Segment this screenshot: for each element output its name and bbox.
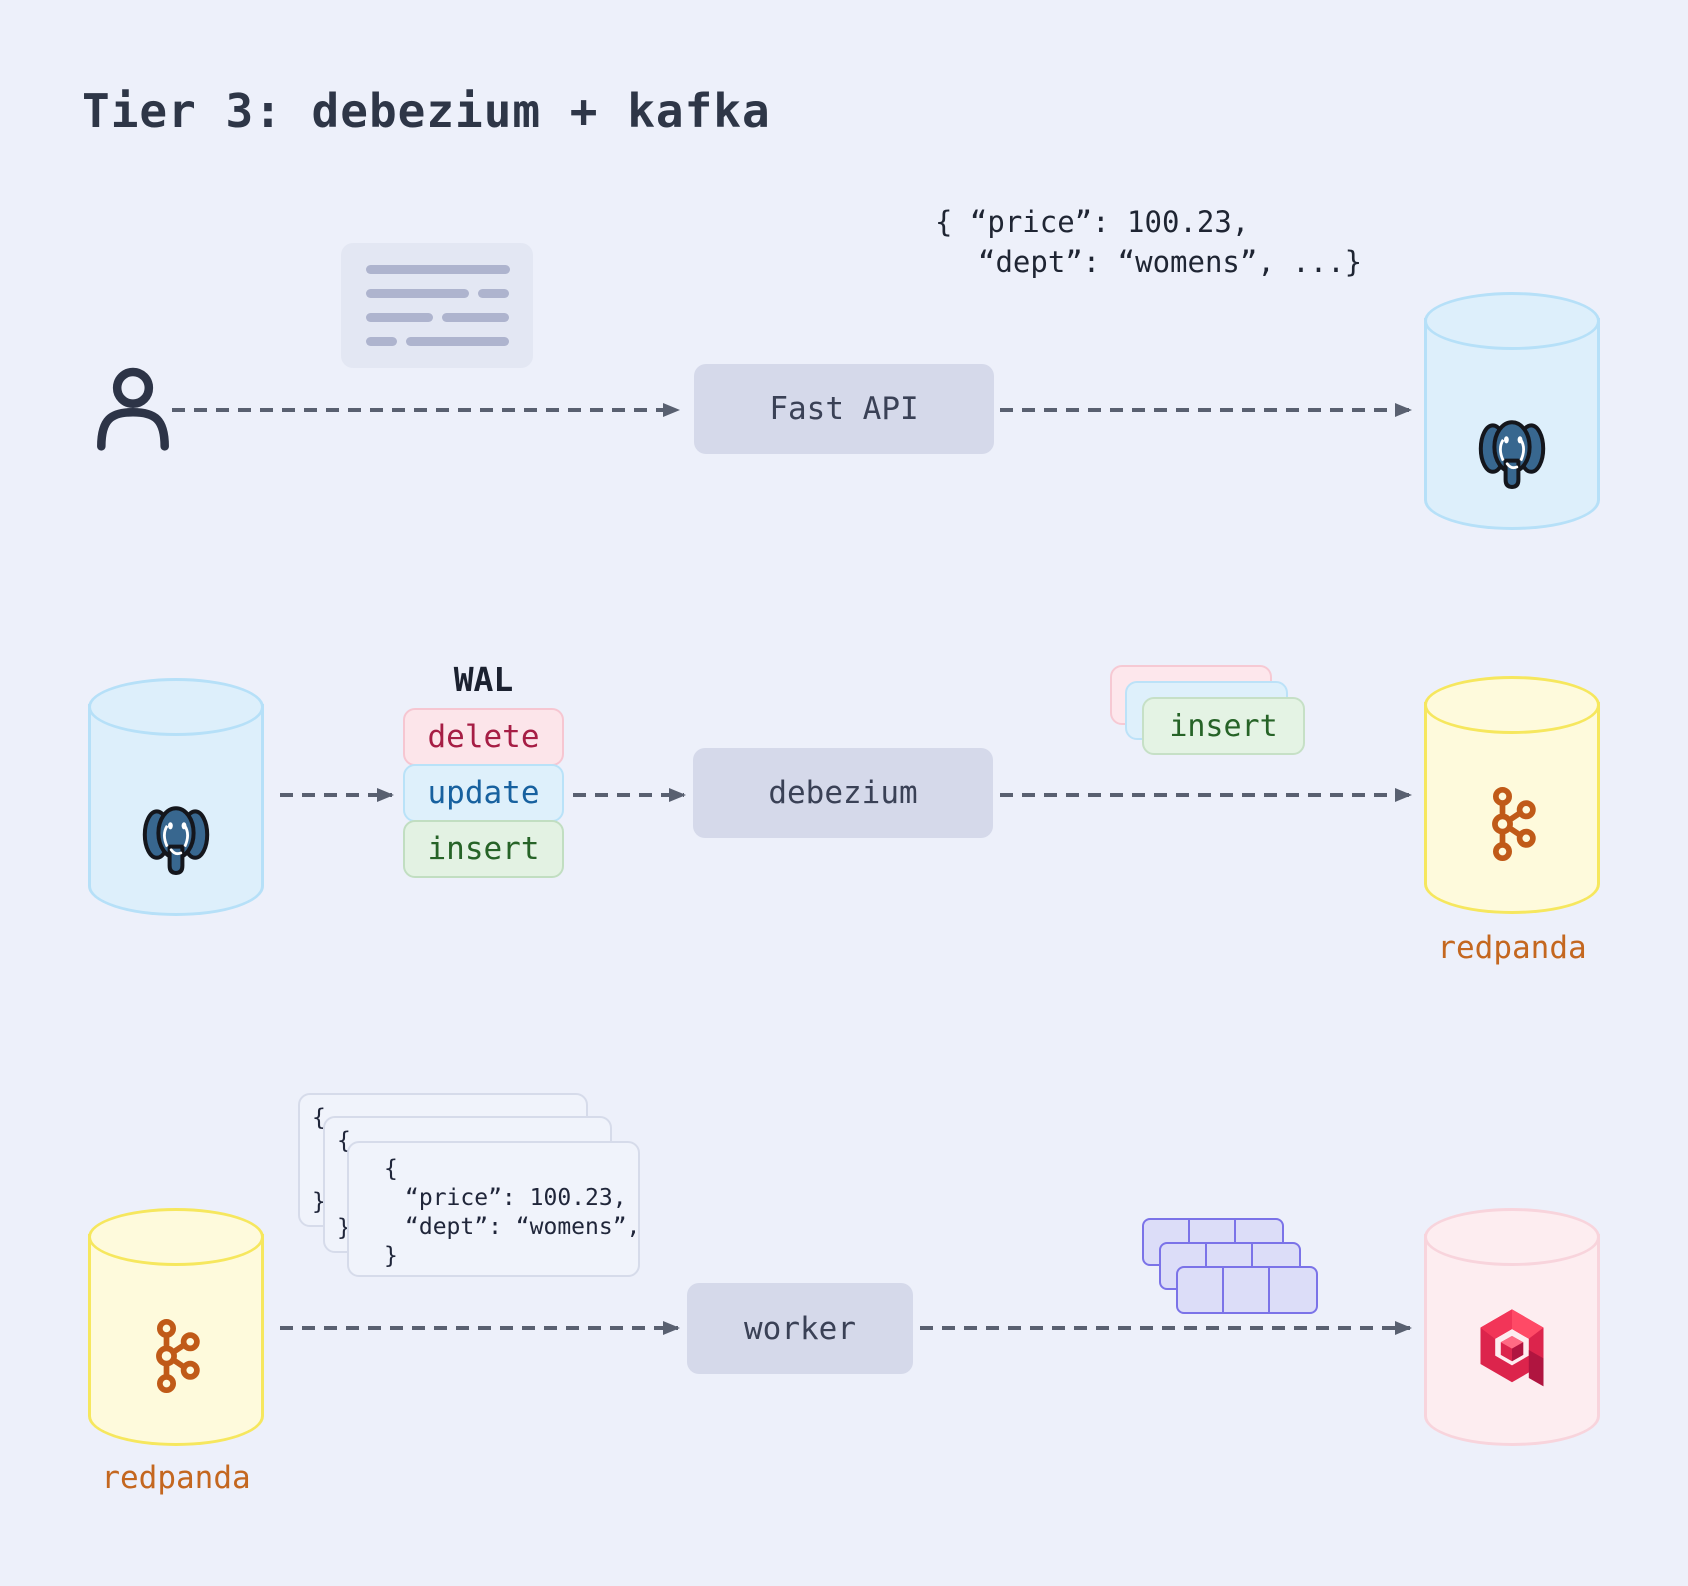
- fastapi-box: Fast API: [694, 364, 994, 454]
- wal-op-insert: insert: [403, 820, 564, 878]
- wal-label: WAL: [453, 660, 514, 699]
- postgres-icon: [142, 806, 210, 875]
- document-line: [366, 337, 397, 346]
- worker-label: worker: [744, 1310, 856, 1347]
- document-line: [406, 337, 509, 346]
- table-rows-icon: [1176, 1266, 1318, 1314]
- brace-close: }: [312, 1189, 326, 1215]
- table-cell: [1270, 1268, 1316, 1312]
- wal-op-insert-label: insert: [427, 831, 540, 867]
- cylinder-top: [1424, 292, 1600, 350]
- cylinder-top: [1424, 676, 1600, 734]
- debezium-box: debezium: [693, 748, 993, 838]
- insert-event-label: insert: [1169, 708, 1278, 744]
- message-card-front: { “price”: 100.23, “dept”: “womens”, }: [347, 1141, 640, 1277]
- wal-op-delete: delete: [403, 708, 564, 766]
- kafka-icon: [156, 1318, 200, 1394]
- fastapi-label: Fast API: [769, 391, 919, 427]
- cylinder-top: [88, 678, 264, 736]
- document-line: [366, 289, 469, 298]
- message-line: “price”: 100.23,: [405, 1185, 627, 1211]
- qdrant-icon: [1480, 1309, 1544, 1387]
- cylinder-body: [1424, 702, 1600, 914]
- wal-op-update-label: update: [427, 775, 540, 811]
- qdrant-cylinder: [1424, 1208, 1600, 1446]
- redpanda-label: redpanda: [1437, 930, 1587, 966]
- kafka-icon: [1492, 786, 1536, 862]
- table-cell: [1224, 1268, 1270, 1312]
- insert-event-card: insert: [1142, 697, 1305, 755]
- message-line: {: [384, 1156, 398, 1182]
- message-line: }: [384, 1243, 398, 1269]
- table-cell: [1178, 1268, 1224, 1312]
- document-icon: [341, 243, 533, 368]
- worker-box: worker: [687, 1283, 913, 1374]
- page-title: Tier 3: debezium + kafka: [82, 84, 771, 138]
- payload-text-line2: “dept”: “womens”, ...}: [978, 245, 1363, 279]
- wal-op-update: update: [403, 764, 564, 822]
- redpanda-label: redpanda: [101, 1460, 251, 1496]
- document-line: [478, 289, 509, 298]
- postgres-cylinder: [1424, 292, 1600, 530]
- document-line: [442, 313, 509, 322]
- redpanda-cylinder: [88, 1208, 264, 1446]
- cylinder-top: [1424, 1208, 1600, 1266]
- document-line: [366, 313, 433, 322]
- postgres-cylinder: [88, 678, 264, 916]
- cylinder-body: [88, 1234, 264, 1446]
- redpanda-cylinder: [1424, 676, 1600, 914]
- wal-op-delete-label: delete: [427, 719, 540, 755]
- brace-open: {: [312, 1105, 326, 1131]
- postgres-icon: [1478, 420, 1546, 489]
- debezium-label: debezium: [768, 775, 918, 811]
- document-line: [366, 265, 510, 274]
- payload-text-line1: { “price”: 100.23,: [935, 205, 1250, 239]
- message-line: “dept”: “womens”,: [405, 1214, 641, 1240]
- cylinder-top: [88, 1208, 264, 1266]
- user-icon: [97, 367, 169, 451]
